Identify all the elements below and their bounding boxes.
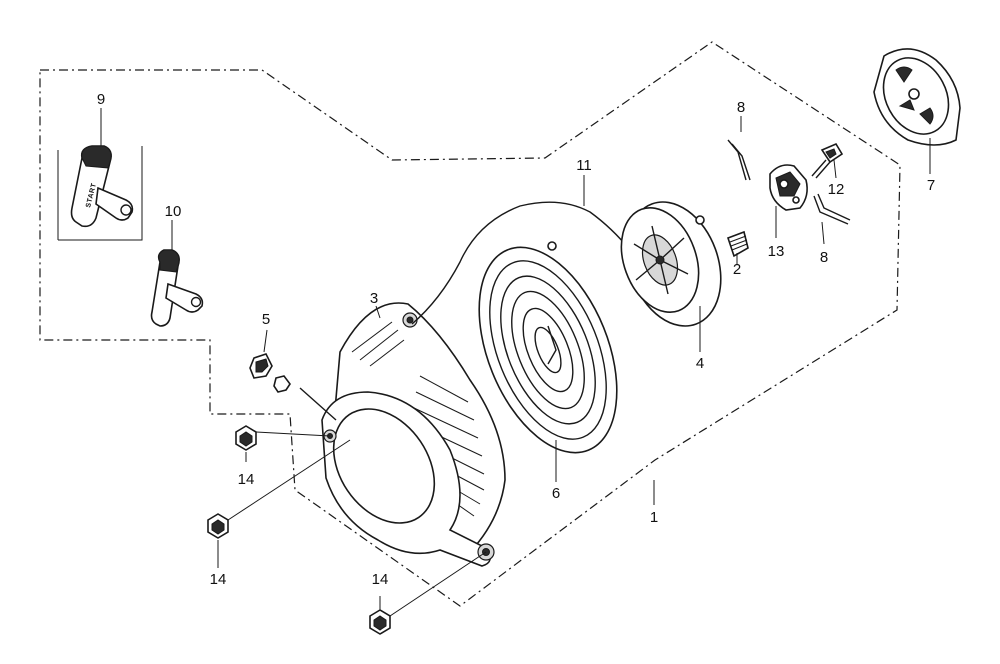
pin-upper <box>727 139 751 181</box>
callout-13: 13 <box>768 243 785 260</box>
flange-nut-3 <box>369 609 391 635</box>
reel <box>620 201 722 327</box>
callout-7: 7 <box>927 177 935 194</box>
callout-14-a: 14 <box>238 471 255 488</box>
callout-6: 6 <box>552 485 560 502</box>
flange-nut-1 <box>235 425 257 451</box>
assembly-boundary <box>39 41 901 607</box>
callout-8-upper: 8 <box>737 99 745 116</box>
callout-12: 12 <box>828 181 845 198</box>
callout-labels: 1 2 3 4 5 6 7 8 8 9 10 11 12 13 14 14 14 <box>97 91 935 588</box>
callout-2: 2 <box>733 261 741 278</box>
flange-nut-2 <box>207 513 229 539</box>
ratchet <box>769 164 808 211</box>
callout-4: 4 <box>696 355 704 372</box>
handle-option-box <box>57 146 143 241</box>
screw <box>811 142 844 179</box>
leader-lines <box>100 108 931 617</box>
callout-1: 1 <box>650 509 658 526</box>
callout-5: 5 <box>262 311 270 328</box>
ratchet-spring <box>726 230 749 258</box>
callout-3: 3 <box>370 290 378 307</box>
starter-handle <box>150 249 204 327</box>
recoil-spring <box>478 241 618 454</box>
callout-11: 11 <box>576 157 592 174</box>
callout-9: 9 <box>97 91 105 108</box>
callout-14-b: 14 <box>210 571 227 588</box>
collar <box>249 353 291 393</box>
callout-10: 10 <box>165 203 182 220</box>
starter-case <box>321 302 506 567</box>
callout-8-lower: 8 <box>820 249 828 266</box>
starter-pulley-cover <box>873 48 961 146</box>
callout-14-c: 14 <box>372 571 389 588</box>
starter-handle-start: START <box>70 145 134 228</box>
pin-lower <box>813 193 851 225</box>
